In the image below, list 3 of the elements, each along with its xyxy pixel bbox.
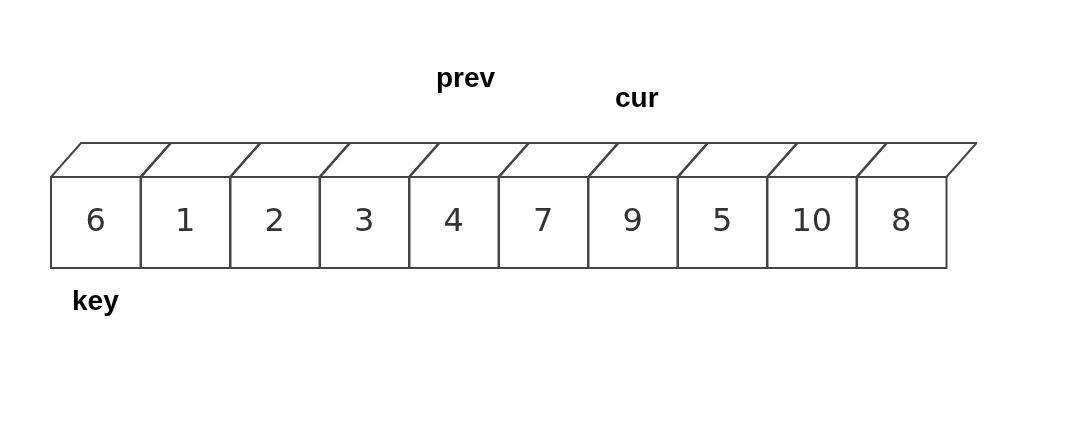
pointer-label: prev	[436, 62, 496, 94]
pointer-label: cur	[615, 82, 659, 114]
pointer-label: key	[72, 285, 119, 317]
